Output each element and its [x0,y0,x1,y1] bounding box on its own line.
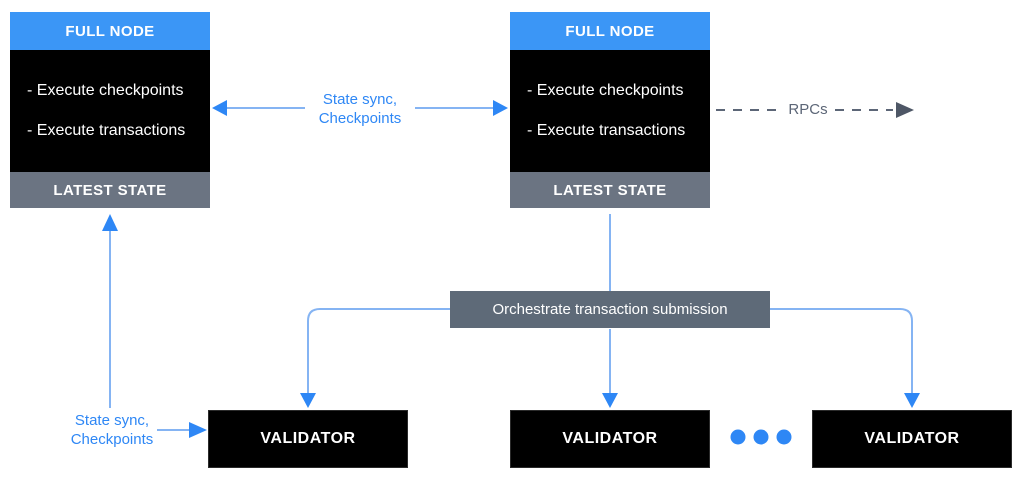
state-sync-bottom-label-line2: Checkpoints [70,431,154,448]
full-node-right-body: - Execute checkpoints - Execute transact… [510,50,710,172]
full-node-left-footer: LATEST STATE [10,172,210,208]
full-node-right-bullet-1: - Execute checkpoints [527,82,684,99]
full-node-right: FULL NODE - Execute checkpoints - Execut… [510,12,710,208]
full-node-right-footer: LATEST STATE [510,172,710,208]
state-sync-top-label: State sync, Checkpoints [305,90,415,128]
orchestrator-to-validator-2-arrow [602,329,618,408]
state-sync-to-validator-arrow [157,422,207,438]
validator-3: VALIDATOR [812,410,1012,468]
validator-to-fullnode-up-arrow [102,214,118,408]
validator-ellipsis-dots [730,429,792,445]
full-node-left-bullet-1: - Execute checkpoints [27,82,184,99]
validator-1: VALIDATOR [208,410,408,468]
full-node-right-title: FULL NODE [510,12,710,50]
state-sync-top-label-line2: Checkpoints [318,110,402,127]
orchestrator-to-validator-3-arrow [770,308,920,408]
full-node-left-bullet-2: - Execute transactions [27,122,186,139]
full-node-left-body: - Execute checkpoints - Execute transact… [10,50,210,172]
state-sync-bottom-label-line1: State sync, [74,412,150,429]
state-sync-top-label-line1: State sync, [322,91,398,108]
full-node-right-bullet-2: - Execute transactions [527,122,686,139]
full-node-left: FULL NODE - Execute checkpoints - Execut… [10,12,210,208]
full-node-left-title: FULL NODE [10,12,210,50]
validator-2: VALIDATOR [510,410,710,468]
rpcs-label: RPCs [782,101,834,119]
state-sync-bottom-label: State sync, Checkpoints [42,411,182,449]
orchestrator-box: Orchestrate transaction submission [450,291,770,328]
orchestrator-to-validator-1-arrow [300,308,450,408]
